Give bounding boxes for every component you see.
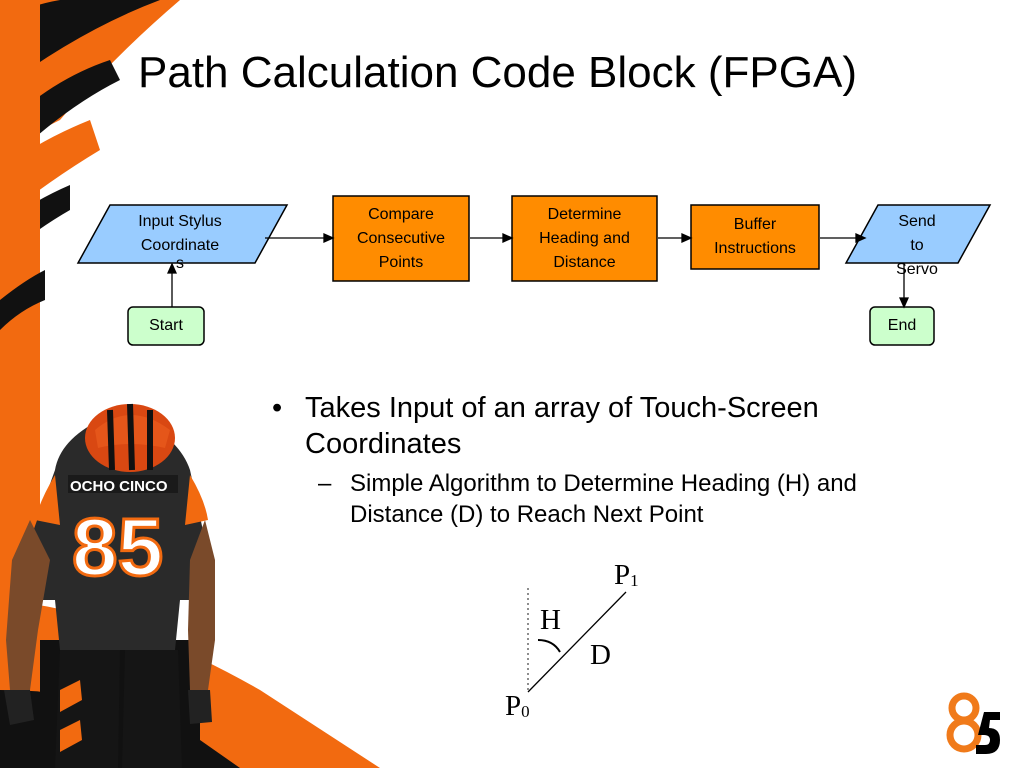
compare-line2: Consecutive	[356, 229, 446, 247]
p1-index: 1	[630, 571, 639, 590]
start-label: Start	[149, 317, 183, 334]
orange-stripe-left-edge	[0, 0, 40, 650]
buffer-line1: Buffer	[733, 216, 777, 233]
bullet-list: • Takes Input of an array of Touch-Scree…	[272, 390, 972, 530]
distance-label: D	[590, 639, 611, 671]
heading-diagram	[527, 588, 627, 693]
heading-arc	[537, 639, 561, 653]
flow-arrows	[166, 232, 910, 309]
determine-line1: Determine	[547, 205, 622, 223]
determine-shape	[511, 195, 658, 282]
input-stylus-line1: Input Stylus	[138, 213, 222, 230]
end-shape	[869, 306, 935, 346]
buffer-shape	[690, 204, 820, 270]
determine-label: Determine Heading and Distance	[512, 196, 657, 281]
slide-title: Path Calculation Code Block (FPGA)	[138, 48, 857, 97]
input-stylus-label: Input Stylus Coordinate s	[100, 210, 260, 276]
determine-line2: Heading and	[539, 229, 630, 247]
buffer-label: Buffer Instructions	[691, 205, 819, 269]
team-logo	[946, 692, 1000, 754]
buffer-line2: Instructions	[714, 240, 796, 257]
heading-label: H	[540, 604, 561, 636]
send-line3: Servo	[896, 261, 938, 278]
input-stylus-shape	[76, 204, 289, 264]
distance-line	[527, 591, 627, 693]
send-line2: to	[910, 237, 924, 254]
p1-letter: P	[614, 559, 631, 591]
send-label: Send to Servo	[878, 210, 956, 282]
sub-bullet-item: – Simple Algorithm to Determine Heading …	[272, 468, 870, 530]
sub-bullet-marker: –	[318, 470, 332, 497]
bullet-item: • Takes Input of an array of Touch-Scree…	[272, 390, 972, 462]
point-p0-label: P0	[505, 691, 530, 725]
compare-label: Compare Consecutive Points	[333, 196, 469, 281]
compare-shape	[332, 195, 470, 282]
black-stripe-2	[0, 60, 120, 170]
start-shape	[127, 306, 205, 346]
player-image: OCHO CINCO 85	[4, 403, 215, 768]
input-stylus-line3: s	[176, 255, 184, 272]
svg-text:OCHO CINCO: OCHO CINCO	[70, 478, 168, 495]
bullet-marker: •	[272, 392, 283, 424]
determine-line3: Distance	[553, 253, 616, 271]
compare-line1: Compare	[368, 205, 434, 223]
compare-line3: Points	[378, 253, 424, 271]
sub-bullet-text: Simple Algorithm to Determine Heading (H…	[350, 470, 857, 528]
svg-text:85: 85	[72, 502, 163, 593]
point-p1-label: P1	[614, 560, 639, 594]
p0-letter: P	[505, 690, 522, 722]
black-stripe-4	[0, 270, 45, 330]
end-label: End	[887, 317, 917, 334]
send-line1: Send	[898, 213, 936, 230]
p0-index: 0	[521, 702, 530, 721]
bullet-text: Takes Input of an array of Touch-Screen …	[305, 392, 819, 460]
send-shape	[844, 204, 992, 264]
input-stylus-line2: Coordinate	[140, 237, 220, 254]
